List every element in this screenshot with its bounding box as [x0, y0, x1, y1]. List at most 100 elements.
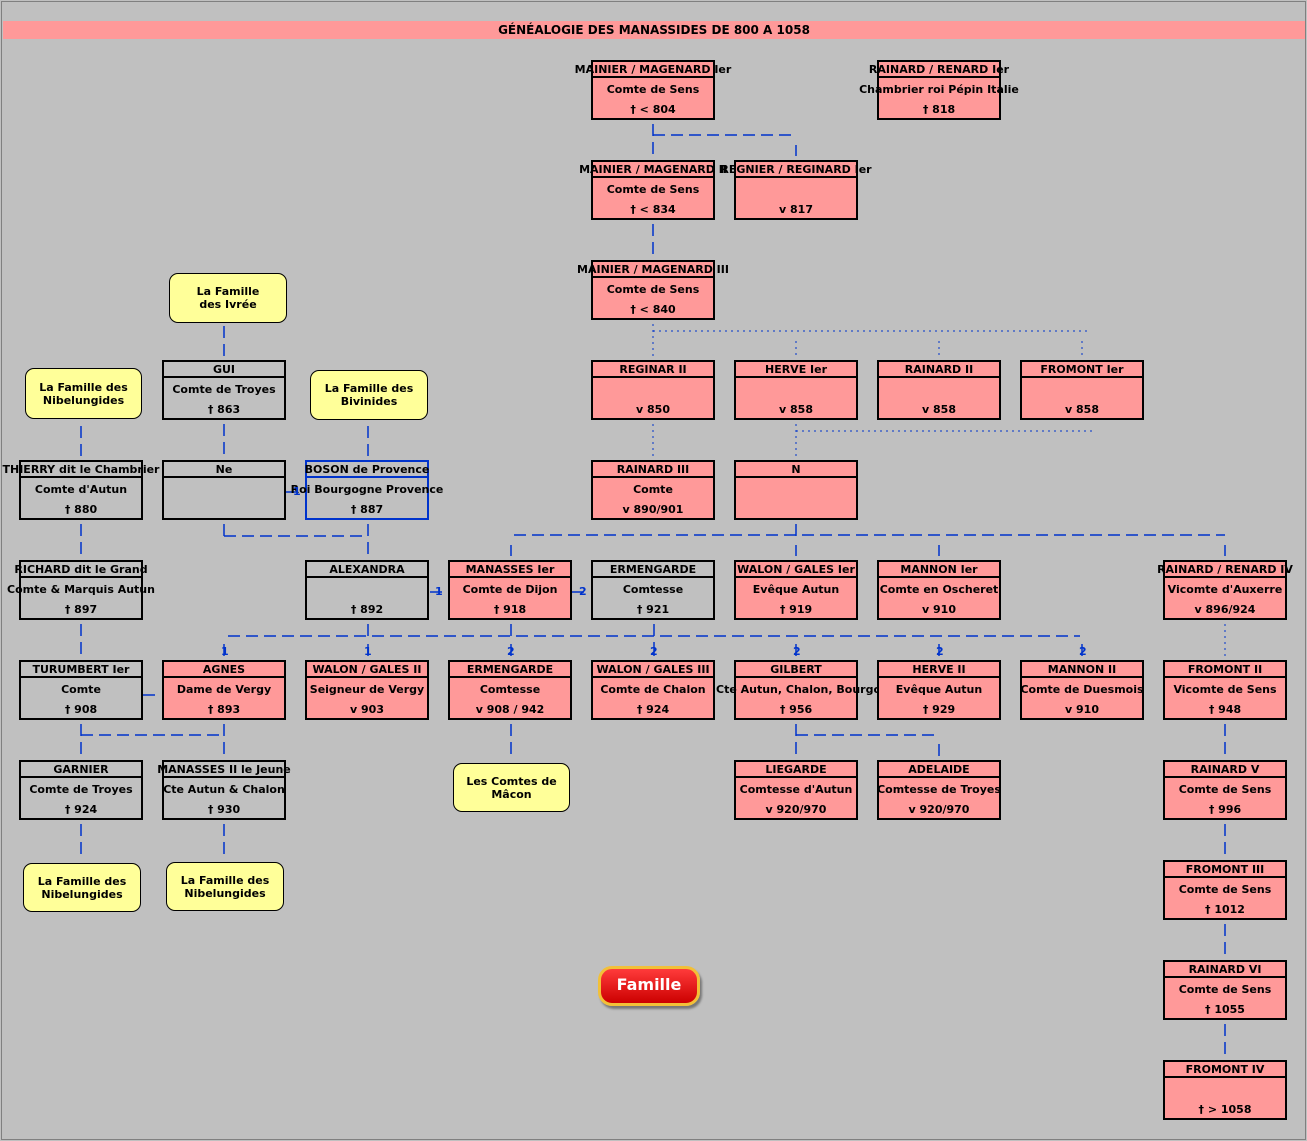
person-dates: † 1055 [1205, 1003, 1245, 1016]
box-header-lines [1165, 660, 1285, 678]
person-title: Seigneur de Vergy [309, 683, 425, 696]
box-header-lines [879, 360, 999, 378]
person-dates: † 996 [1208, 803, 1242, 816]
child-union-label: 2 [507, 645, 515, 658]
person-dates: † 887 [350, 503, 384, 516]
person-dates: † 956 [779, 703, 813, 716]
box-header-lines [593, 60, 713, 78]
person-title: Vicomte d'Auxerre [1167, 583, 1283, 596]
famille-button[interactable]: Famille [598, 966, 700, 1006]
person-title: Comte de Chalon [600, 683, 706, 696]
person-title: Comte [633, 483, 673, 496]
person-dates: † 897 [64, 603, 98, 616]
person-dates: v 903 [350, 703, 384, 716]
person-box-ne[interactable]: Ne [162, 460, 286, 520]
box-header-lines [450, 560, 570, 578]
box-header-lines [736, 660, 856, 678]
person-name: RAINARD / RENARD IV [1157, 563, 1293, 576]
person-dates: † 908 [64, 703, 98, 716]
box-header-lines [593, 260, 713, 278]
person-name: LIEGARDE [765, 763, 827, 776]
person-dates: † 880 [64, 503, 98, 516]
person-name: RICHARD dit le Grand [14, 563, 148, 576]
person-box-gui[interactable]: GUI Comte de Troyes † 863 [162, 360, 286, 420]
person-title: Roi Bourgogne Provence [290, 483, 444, 496]
person-name: WALON / GALES Ier [737, 563, 855, 576]
person-dates: † 930 [207, 803, 241, 816]
box-header-lines [1022, 660, 1142, 678]
person-title: Comte en Oscheret [879, 583, 999, 596]
person-name: RAINARD II [904, 363, 974, 376]
person-dates: † 1012 [1205, 903, 1245, 916]
box-header-lines [164, 760, 284, 778]
person-name: Ne [215, 463, 233, 476]
box-header-lines [164, 460, 284, 478]
person-dates: † 948 [1208, 703, 1242, 716]
box-header-lines [164, 360, 284, 378]
child-union-label: 2 [1079, 645, 1087, 658]
person-box-reginar2[interactable]: REGINAR II v 850 [591, 360, 715, 420]
person-name: MAINIER / MAGENARD II [579, 163, 727, 176]
person-box-alexandra[interactable]: ALEXANDRA† 892 [305, 560, 429, 620]
person-box-n[interactable]: N [734, 460, 858, 520]
person-box-rainard2[interactable]: RAINARD II v 858 [877, 360, 1001, 420]
person-title: Comte & Marquis Autun [7, 583, 155, 596]
box-header-lines [450, 660, 570, 678]
person-dates: † 863 [207, 403, 241, 416]
person-dates: v 850 [636, 403, 670, 416]
person-dates: v 920/970 [765, 803, 827, 816]
person-title: Cte Autun, Chalon, Bourgogne [716, 683, 905, 696]
person-name: GUI [212, 363, 236, 376]
child-union-label: 1 [221, 645, 229, 658]
person-title: Evêque Autun [895, 683, 983, 696]
person-dates: † < 840 [630, 303, 676, 316]
box-header-lines [879, 660, 999, 678]
person-dates: v 858 [922, 403, 956, 416]
person-name: FROMONT Ier [1040, 363, 1124, 376]
person-name: REGINAR II [619, 363, 687, 376]
person-box-fromont4[interactable]: FROMONT IV† > 1058 [1163, 1060, 1287, 1120]
person-title: Comte de Sens [1178, 983, 1272, 996]
person-name: MANASSES II le Jeune [157, 763, 291, 776]
person-title: Comte de Troyes [172, 383, 276, 396]
